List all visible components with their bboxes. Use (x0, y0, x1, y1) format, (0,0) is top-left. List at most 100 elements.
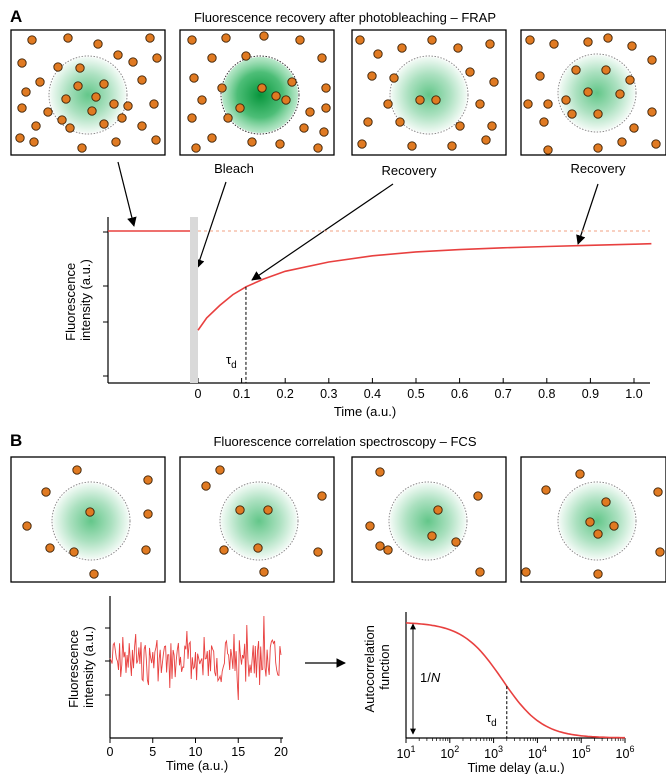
fcs-spot-2 (219, 481, 299, 561)
molecule-dot (365, 521, 375, 531)
frap-x-tick-label: 0.7 (495, 387, 512, 401)
molecule-dot (627, 41, 637, 51)
molecule-dot (241, 51, 251, 61)
molecule-dot (453, 43, 463, 53)
frap-glow-3 (391, 57, 467, 133)
molecule-dot (609, 521, 619, 531)
molecule-dot (299, 123, 309, 133)
frap-x-tick-label: 0 (195, 387, 202, 401)
molecule-dot (259, 31, 269, 41)
molecule-dot (109, 99, 119, 109)
molecule-dot (87, 106, 97, 116)
frap-molecules-4 (523, 33, 661, 155)
frap-curve (108, 230, 652, 331)
molecule-dot (247, 137, 257, 147)
panel-a-title: Fluorescence recovery after photobleachi… (194, 10, 496, 25)
molecule-dot (143, 475, 153, 485)
molecule-dot (113, 50, 123, 60)
fcs-molecules-1 (22, 465, 153, 579)
fcs-spot-4 (557, 481, 637, 561)
molecule-dot (128, 57, 138, 67)
molecule-dot (481, 135, 491, 145)
molecule-dot (281, 95, 291, 105)
molecule-dot (217, 83, 227, 93)
acf-x-tick-label: 105 (572, 744, 591, 761)
molecule-dot (427, 531, 437, 541)
molecule-dot (593, 109, 603, 119)
frap-x-tick-label: 0.6 (451, 387, 468, 401)
molecule-dot (305, 107, 315, 117)
molecule-dot (321, 83, 331, 93)
frap-x-tick-label: 0.1 (233, 387, 250, 401)
fcs-molecules-2 (201, 465, 327, 577)
molecule-dot (415, 95, 425, 105)
frap-x-label: Time (a.u.) (334, 404, 396, 419)
molecule-dot (525, 35, 535, 45)
frap-x-tick-label: 0.2 (277, 387, 294, 401)
molecule-dot (615, 89, 625, 99)
frap-y-label: Fluorescence intensity (a.u.) (63, 259, 93, 341)
molecule-dot (455, 121, 465, 131)
molecule-dot (383, 545, 393, 555)
molecule-dot (317, 491, 327, 501)
fcs-glow-4 (559, 483, 635, 559)
frap-spot-4 (557, 53, 637, 133)
molecule-dot (549, 39, 559, 49)
fcs-glow-3 (390, 483, 466, 559)
molecule-dot (53, 62, 63, 72)
acf-x-tick-label: 104 (528, 744, 547, 761)
molecule-dot (207, 133, 217, 143)
molecule-dot (137, 75, 147, 85)
arrow-prebleach (117, 161, 137, 227)
molecule-dot (363, 117, 373, 127)
molecule-dot (187, 35, 197, 45)
molecule-dot (89, 569, 99, 579)
molecule-dot (65, 123, 75, 133)
molecule-dot (319, 127, 329, 137)
acf-x-tick-label: 101 (397, 744, 416, 761)
molecule-dot (585, 517, 595, 527)
frap-x-tick-label: 0.3 (320, 387, 337, 401)
molecule-dot (317, 53, 327, 63)
molecule-dot (601, 497, 611, 507)
frap-x-tick-label: 0.9 (582, 387, 599, 401)
molecule-dot (617, 137, 627, 147)
acf-x-tick-label: 106 (616, 744, 635, 761)
molecule-dot (629, 123, 639, 133)
fcs-spot-3 (388, 481, 468, 561)
molecule-dot (485, 39, 495, 49)
molecule-dot (207, 53, 217, 63)
arrow-recovery-1 (251, 183, 394, 281)
molecule-dot (653, 487, 663, 497)
bleach-bar (190, 217, 198, 383)
molecule-dot (75, 63, 85, 73)
panel-b-letter: B (10, 431, 22, 450)
acf-x-label: Time delay (a.u.) (467, 760, 564, 774)
molecule-dot (475, 99, 485, 109)
molecule-dot (355, 35, 365, 45)
molecule-dot (367, 71, 377, 81)
molecule-dot (259, 567, 269, 577)
molecule-dot (29, 137, 39, 147)
molecule-dot (141, 545, 151, 555)
bleach-label: Bleach (214, 161, 254, 176)
molecule-dot (35, 77, 45, 87)
molecule-dot (263, 505, 273, 515)
molecule-dot (625, 75, 635, 85)
molecule-dot (451, 537, 461, 547)
recovery-label-1: Recovery (382, 163, 437, 178)
molecule-dot (45, 543, 55, 553)
fcs-glow-1 (53, 483, 129, 559)
fcs-spot-1 (51, 481, 131, 561)
arrow-bleach (195, 181, 227, 269)
molecule-dot (541, 485, 551, 495)
molecule-dot (69, 547, 79, 557)
molecule-dot (63, 33, 73, 43)
molecule-dot (22, 521, 32, 531)
molecule-dot (99, 79, 109, 89)
molecule-dot (143, 509, 153, 519)
molecule-dot (91, 92, 101, 102)
frap-y-ticks (103, 231, 108, 377)
